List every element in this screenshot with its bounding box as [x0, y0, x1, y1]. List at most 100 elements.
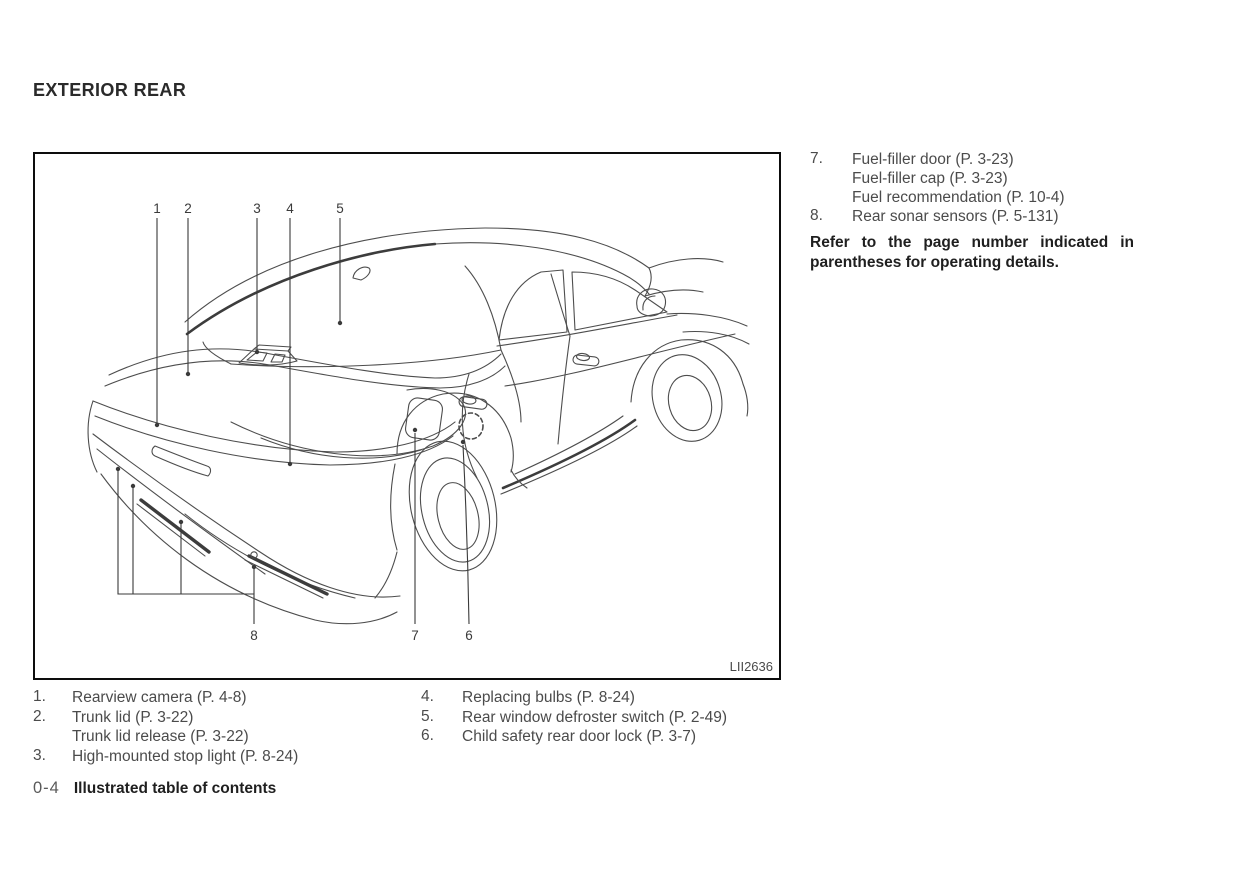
section-title: Illustrated table of contents	[73, 780, 277, 797]
callout-dots	[115, 320, 466, 570]
item-label: Rearview camera (P. 4-8)	[72, 689, 247, 706]
trunk-spoiler-edge	[108, 348, 502, 379]
fuel-filler-door	[404, 397, 444, 441]
callout-2: 2	[184, 201, 192, 216]
list-item: 8. Rear sonar sensors (P. 5-131)	[810, 207, 1140, 226]
reference-note: Refer to the page number indicated in pa…	[810, 234, 1134, 271]
sill-molding	[501, 418, 637, 490]
rear-window-base	[230, 349, 502, 368]
list-item: 3. High-mounted stop light (P. 8-24)	[33, 747, 421, 767]
item-number: 4.	[421, 688, 434, 705]
taillight-inner	[260, 437, 422, 459]
side-mirror	[636, 288, 667, 317]
item-label: Trunk lid release (P. 3-22)	[72, 728, 249, 745]
list-item: 5. Rear window defroster switch (P. 2-49…	[421, 708, 781, 728]
item-number: 8.	[810, 207, 823, 224]
front-wheel-arch	[630, 339, 744, 403]
bottom-list-column-2: 4. Replacing bulbs (P. 8-24) 5. Rear win…	[421, 688, 781, 766]
item-label: Fuel-filler cap (P. 3-23)	[852, 170, 1008, 187]
callout-4: 4	[286, 201, 294, 216]
rear-window-left-edge	[202, 341, 232, 365]
rear-door-handle	[458, 395, 488, 410]
item-label: Rear window defroster switch (P. 2-49)	[462, 708, 728, 726]
list-item: 1. Rearview camera (P. 4-8)	[33, 688, 421, 708]
item-number: 5.	[421, 707, 434, 725]
rear-wheel-arch	[396, 392, 514, 473]
item-number: 6.	[421, 727, 434, 744]
page-footer: 0-4 Illustrated table of contents	[33, 779, 276, 798]
right-item-list: 7. Fuel-filler door (P. 3-23) Fuel-fille…	[810, 150, 1140, 273]
callout-8: 8	[250, 628, 258, 643]
antenna-fin	[352, 266, 371, 281]
callout-lines	[117, 218, 470, 625]
sill-line	[500, 425, 638, 495]
car-rear-illustration: 1 2 3 4 5 8 7 6 LII2636	[87, 201, 773, 674]
roof-outline	[184, 227, 650, 323]
item-number: 3.	[33, 746, 46, 764]
callout-6: 6	[465, 628, 473, 643]
item-number: 7.	[810, 150, 823, 167]
trunk-left-corner	[87, 400, 98, 473]
sonar-sensor	[250, 551, 258, 559]
rear-window-right-edge	[464, 265, 502, 351]
figure-code: LII2636	[730, 659, 773, 674]
a-pillar	[644, 267, 652, 297]
front-door-handle	[572, 352, 600, 367]
child-safety-lock-marker	[458, 412, 484, 440]
front-wheel-rim	[667, 374, 713, 432]
page-title: EXTERIOR REAR	[33, 80, 187, 100]
rear-tire	[408, 440, 498, 572]
windshield-header	[648, 258, 724, 269]
list-item: 7. Fuel-filler door (P. 3-23) Fuel-fille…	[810, 150, 1140, 207]
bumper-crease	[184, 513, 356, 599]
arch-front-lower	[510, 469, 528, 489]
front-fender-top	[666, 312, 748, 327]
trunk-rear-lip	[94, 415, 454, 466]
front-tire	[651, 354, 723, 442]
item-label: Child safety rear door lock (P. 3-7)	[462, 728, 697, 745]
rear-tire-inner	[419, 457, 491, 563]
item-number: 2.	[33, 707, 46, 725]
callout-3: 3	[253, 201, 261, 216]
trunk-spoiler-edge-lower	[104, 360, 506, 389]
list-item: 4. Replacing bulbs (P. 8-24)	[421, 688, 781, 708]
bumper-sensor-edge	[96, 448, 266, 575]
item-label: Trunk lid (P. 3-22)	[72, 708, 194, 726]
rear-door-seam	[461, 373, 478, 479]
item-label: Rear sonar sensors (P. 5-131)	[852, 208, 1059, 225]
beltline	[496, 314, 678, 347]
bottom-list-column-1: 1. Rearview camera (P. 4-8) 2. Trunk lid…	[33, 688, 421, 766]
front-nose-edge	[742, 383, 749, 417]
cowl-line	[644, 289, 704, 297]
callout-5: 5	[336, 201, 344, 216]
item-label: Replacing bulbs (P. 8-24)	[462, 689, 635, 706]
callout-1: 1	[153, 201, 161, 216]
roof-drip-molding	[185, 242, 437, 336]
bottom-item-list: 1. Rearview camera (P. 4-8) 2. Trunk lid…	[33, 688, 793, 766]
callout-7: 7	[411, 628, 419, 643]
hood-crease	[682, 331, 750, 345]
door-bottom-edge	[514, 415, 624, 475]
item-number: 1.	[33, 688, 46, 705]
bumper-reflector-strips	[136, 498, 329, 599]
rear-door-glass	[498, 269, 568, 341]
b-pillar	[550, 273, 571, 337]
bumper-to-arch	[374, 551, 398, 599]
roof-edge	[434, 242, 650, 295]
list-item: 6. Child safety rear door lock (P. 3-7)	[421, 727, 781, 747]
item-label: Fuel recommendation (P. 10-4)	[852, 189, 1065, 206]
exterior-rear-figure: 1 2 3 4 5 8 7 6 LII2636	[33, 152, 781, 680]
front-door-glass	[571, 271, 668, 331]
arch-rear-edge	[390, 463, 398, 551]
item-label: Fuel-filler door (P. 3-23)	[852, 151, 1014, 168]
item-label: High-mounted stop light (P. 8-24)	[72, 747, 299, 765]
bumper-bottom	[100, 473, 398, 625]
page-number: 0-4	[33, 779, 60, 797]
trunk-rear-edge	[92, 400, 456, 453]
rear-wheel-rim	[436, 482, 480, 550]
list-item: 2. Trunk lid (P. 3-22) Trunk lid release…	[33, 708, 421, 747]
front-door-seam	[557, 335, 571, 445]
license-plate-recess	[151, 445, 212, 477]
side-crease	[504, 333, 736, 387]
